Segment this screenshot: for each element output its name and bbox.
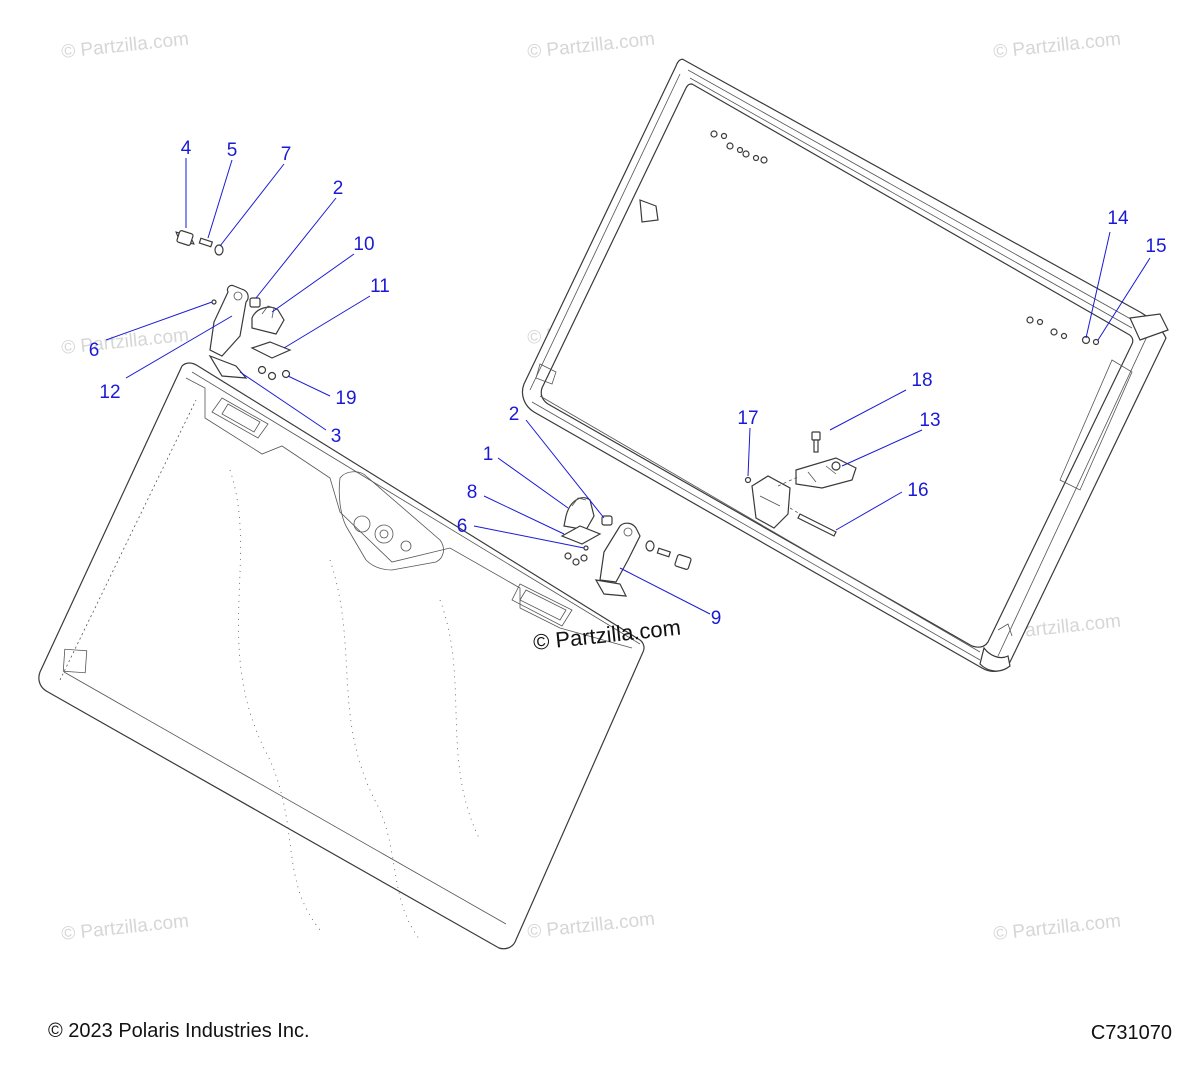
callout-7: 7	[281, 144, 292, 165]
callout-17: 17	[737, 408, 758, 429]
callout-14: 14	[1107, 208, 1129, 229]
callout-2-upper: 2	[333, 178, 344, 199]
watermark: © Partzilla.com	[526, 909, 656, 943]
copyright-text: © 2023 Polaris Industries Inc.	[48, 1020, 310, 1042]
callout-8: 8	[467, 482, 478, 503]
watermark: © Partzilla.com	[992, 911, 1122, 945]
lower-hinge-assembly	[560, 497, 692, 597]
windshield-frame	[521, 58, 1169, 672]
callout-16: 16	[907, 480, 928, 501]
callout-6-upper: 6	[89, 340, 100, 361]
callout-2-lower: 2	[509, 404, 520, 425]
watermark: © Partzilla.com	[60, 911, 190, 945]
watermark: © Partzilla.com	[60, 29, 190, 63]
upper-hinge-assembly	[175, 230, 292, 381]
watermark: © Partzilla.com	[992, 29, 1122, 63]
callout-11: 11	[370, 276, 390, 297]
callout-15: 15	[1145, 236, 1166, 257]
callout-4: 4	[181, 138, 192, 159]
callout-12: 12	[99, 382, 120, 403]
watermark: © Partzilla.com	[526, 29, 656, 63]
glass-panel	[38, 362, 645, 950]
callout-1: 1	[483, 444, 494, 465]
callout-3: 3	[331, 426, 342, 447]
diagram-code: C731070	[1090, 1022, 1172, 1044]
callout-10: 10	[353, 234, 374, 255]
callout-13: 13	[919, 410, 940, 431]
callout-9: 9	[711, 608, 722, 629]
watermark: © Partzilla.com	[60, 325, 190, 359]
leader-lines	[105, 158, 1151, 615]
callout-labels: 4 5 7 2 10 11 6 12 19 3 2 1 8 6 9 14 15 …	[89, 138, 1167, 629]
callout-19: 19	[335, 388, 356, 409]
callout-5: 5	[227, 140, 238, 161]
callout-18: 18	[911, 370, 932, 391]
callout-6-lower: 6	[457, 516, 468, 537]
